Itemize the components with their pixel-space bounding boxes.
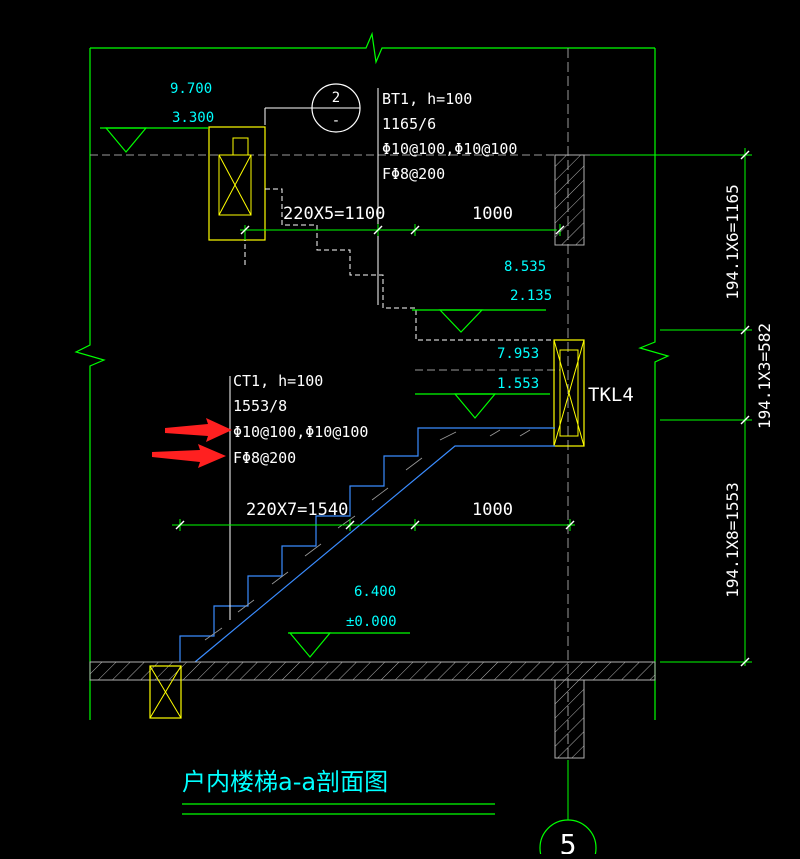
- level-6400: 6.400: [354, 584, 396, 600]
- axis-marker-label: 5: [560, 828, 577, 854]
- level-9700: 9.700: [170, 81, 212, 97]
- upper-landing-dimension: 1000: [472, 204, 513, 224]
- bt1-main-rebar: Φ10@100,Φ10@100: [382, 140, 517, 158]
- lower-flight-slab: [179, 427, 555, 663]
- bt1-name: BT1, h=100: [382, 90, 472, 108]
- level-3300: 3.300: [172, 110, 214, 126]
- vertical-dim-upper: 194.1X6=1165: [723, 184, 742, 300]
- level-0000: ±0.000: [346, 614, 397, 630]
- lower-landing-dimension: 1000: [472, 500, 513, 520]
- upper-flight-notes: BT1, h=100 1165/6 Φ10@100,Φ10@100 FΦ8@20…: [382, 90, 517, 183]
- lower-beam-section: [149, 665, 182, 719]
- upper-flight-hidden: [265, 188, 555, 341]
- red-arrows: [152, 418, 232, 468]
- arrow-distribution-rebar: [152, 444, 226, 468]
- ct1-main-rebar: Φ10@100,Φ10@100: [233, 423, 368, 441]
- ct1-riser: 1553/8: [233, 397, 287, 415]
- level-2135: 2.135: [510, 288, 552, 304]
- tkl4-label: TKL4: [588, 384, 634, 406]
- vertical-dimension-lines: [590, 148, 752, 666]
- upper-beam-section: [208, 126, 266, 241]
- lower-flight-notes: CT1, h=100 1553/8 Φ10@100,Φ10@100 FΦ8@20…: [233, 372, 368, 467]
- vertical-dimension-ticks: [740, 150, 750, 667]
- bt1-distribution-rebar: FΦ8@200: [382, 165, 445, 183]
- tkl4-beam-section: [553, 339, 585, 447]
- level-8535: 8.535: [504, 259, 546, 275]
- lower-tread-dimension: 220X7=1540: [246, 500, 348, 520]
- bt1-riser: 1165/6: [382, 115, 436, 133]
- axis-marker: 5: [539, 819, 597, 859]
- ct1-distribution-rebar: FΦ8@200: [233, 449, 296, 467]
- dimension-ticks: [175, 225, 575, 530]
- lower-flight-hatch: [204, 429, 531, 641]
- annotation-leaders: [229, 88, 379, 620]
- elevation-symbols: [100, 127, 550, 658]
- level-7953: 7.953: [497, 346, 539, 362]
- upper-tread-dimension: 220X5=1100: [283, 204, 385, 224]
- detail-marker-sheet: -: [332, 113, 340, 129]
- level-1553: 1.553: [497, 376, 539, 392]
- floor-slab: [89, 661, 656, 681]
- detail-marker-number: 2: [332, 90, 340, 106]
- drawing-title: 户内楼梯a-a剖面图: [182, 768, 388, 796]
- arrow-main-rebar: [165, 418, 232, 442]
- vertical-dim-total: 194.1X3=582: [755, 323, 774, 429]
- lower-column-hatch: [554, 679, 585, 759]
- ct1-name: CT1, h=100: [233, 372, 323, 390]
- detail-marker: 2 -: [311, 83, 361, 133]
- vertical-dim-lower: 194.1X8=1553: [723, 482, 742, 598]
- section-boundary: [74, 31, 670, 720]
